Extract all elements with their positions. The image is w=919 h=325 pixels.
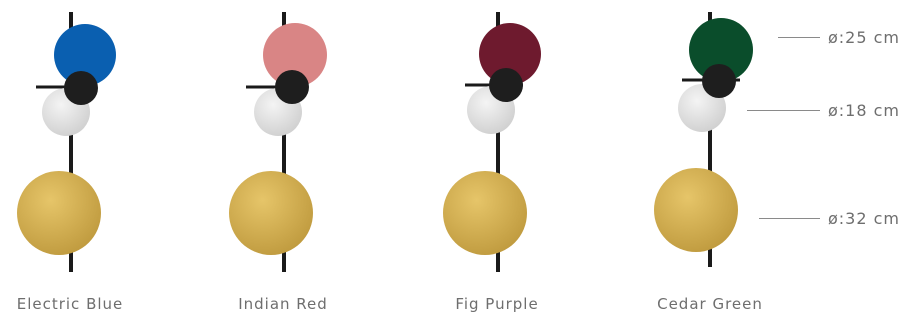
- variant-label-fig-purple: Fig Purple: [455, 295, 539, 313]
- dimension-label-middle: ø:18 cm: [828, 100, 901, 120]
- dimension-top-disc: ø:25 cm: [778, 27, 900, 47]
- variant-label-electric-blue: Electric Blue: [16, 295, 124, 313]
- dimension-leader-line: [759, 217, 820, 219]
- joint-ball: [702, 64, 736, 98]
- joint-ball: [275, 70, 309, 104]
- top-disc: [479, 23, 541, 85]
- dimension-leader-line: [778, 36, 820, 38]
- lamp-illustration-cedar-green: [654, 12, 753, 267]
- lamp-illustration-electric-blue: [17, 12, 116, 272]
- lamp-variant-fig-purple: Fig Purple: [427, 0, 627, 325]
- variant-label-indian-red: Indian Red: [238, 295, 328, 313]
- lamp-variant-indian-red: Indian Red: [213, 0, 413, 325]
- variant-label-cedar-green: Cedar Green: [657, 295, 763, 313]
- dimension-label-bottom: ø:32 cm: [828, 208, 901, 228]
- joint-ball: [489, 68, 523, 102]
- joint-ball: [64, 71, 98, 105]
- lamp-variant-cedar-green: Cedar Green: [640, 0, 840, 325]
- dimension-leader-line: [747, 109, 820, 111]
- top-disc: [54, 24, 116, 86]
- dimension-middle-disc: ø:18 cm: [747, 100, 900, 120]
- bottom-disc: [654, 168, 738, 252]
- bottom-disc: [17, 171, 101, 255]
- dimension-label-top: ø:25 cm: [828, 27, 901, 47]
- top-disc: [689, 18, 753, 82]
- lamp-illustration-indian-red: [229, 12, 327, 272]
- top-disc: [263, 23, 327, 87]
- lamp-variant-electric-blue: Electric Blue: [0, 0, 200, 325]
- bottom-disc: [229, 171, 313, 255]
- dimension-bottom-disc: ø:32 cm: [759, 208, 900, 228]
- bottom-disc: [443, 171, 527, 255]
- lamp-illustration-fig-purple: [443, 12, 541, 272]
